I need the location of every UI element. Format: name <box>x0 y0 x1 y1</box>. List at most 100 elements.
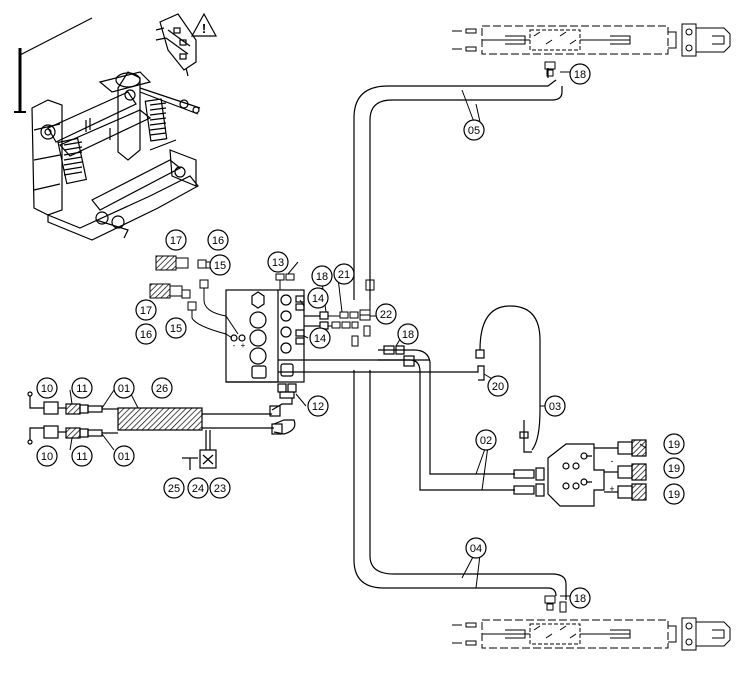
callout-circle <box>163 477 185 499</box>
callout-number: 21 <box>338 269 350 281</box>
callout-18a: 18 <box>311 265 333 287</box>
cylinder-bottom <box>452 617 731 651</box>
cylinder-fittings <box>544 61 567 613</box>
callout-circle <box>544 395 566 417</box>
callout-number: 17 <box>140 305 152 317</box>
callout-circle <box>309 327 331 349</box>
callout-16b: 16 <box>135 323 157 345</box>
callout-number: 02 <box>480 435 492 447</box>
callout-circle <box>333 263 355 285</box>
callout-16a: 16 <box>207 229 229 251</box>
callout-circle <box>207 229 229 251</box>
hose-04 <box>353 370 567 600</box>
callout-19a: 19 <box>663 433 685 455</box>
callout-18b: 18 <box>397 323 419 345</box>
callout-circle <box>663 433 685 455</box>
callout-04: 04 <box>465 537 487 559</box>
callout-number: 19 <box>668 463 680 475</box>
callout-10a: 10 <box>36 377 58 399</box>
callout-number: 14 <box>314 333 326 345</box>
callout-13: 13 <box>267 251 289 273</box>
hose-05 <box>353 68 563 300</box>
callout-circle <box>465 537 487 559</box>
callout-circle <box>487 375 509 397</box>
callout-circle <box>663 483 685 505</box>
callout-number: 18 <box>316 271 328 283</box>
callout-20: 20 <box>487 375 509 397</box>
callout-number: 17 <box>170 235 182 247</box>
callout-19b: 19 <box>663 457 685 479</box>
callout-23: 23 <box>209 477 231 499</box>
callout-circle <box>165 229 187 251</box>
callout-circle <box>463 119 485 141</box>
pump-circuit <box>27 383 297 470</box>
callout-number: 23 <box>214 483 226 495</box>
callout-number: 11 <box>76 383 87 395</box>
warning-triangle-icon: ! <box>190 12 218 37</box>
callout-circle <box>569 63 591 85</box>
callout-number: 15 <box>170 323 182 335</box>
callout-17a: 17 <box>165 229 187 251</box>
callout-circle <box>113 445 135 467</box>
control-valve-block: - + <box>225 289 470 383</box>
callout-15b: 15 <box>165 317 187 339</box>
callout-18c: 18 <box>569 63 591 85</box>
quick-couplers-17 <box>149 255 189 299</box>
callout-circle <box>71 377 93 399</box>
callout-circle <box>209 254 231 276</box>
callout-number: 10 <box>41 451 53 463</box>
callout-14a: 14 <box>307 287 329 309</box>
callout-11b: 11 <box>71 445 93 467</box>
callout-number: 19 <box>668 489 680 501</box>
callout-number: 01 <box>118 451 130 463</box>
callout-12: 12 <box>307 395 329 417</box>
callout-circle <box>307 287 329 309</box>
callout-19c: 19 <box>663 483 685 505</box>
callout-22: 22 <box>375 303 397 325</box>
callout-number: 26 <box>156 383 168 395</box>
hose-03 <box>470 305 541 453</box>
warning-symbol: ! <box>202 21 206 36</box>
callout-number: 10 <box>41 383 53 395</box>
callout-circle <box>187 477 209 499</box>
callout-18d: 18 <box>569 587 591 609</box>
coupler-mark-plus: + <box>609 484 614 494</box>
loader-frame-illustration <box>14 17 201 241</box>
callout-circle <box>113 377 135 399</box>
hose-02 <box>378 345 545 497</box>
callout-11a: 11 <box>71 377 93 399</box>
callout-number: 18 <box>574 593 586 605</box>
callout-number: 03 <box>549 401 561 413</box>
callout-number: 04 <box>470 543 482 555</box>
callout-number: 13 <box>272 257 284 269</box>
coupler-bracket: - + <box>547 439 647 507</box>
callout-14b: 14 <box>309 327 331 349</box>
callout-circle <box>36 445 58 467</box>
callout-circle <box>165 317 187 339</box>
callout-01b: 01 <box>113 445 135 467</box>
tee-fittings <box>328 279 380 347</box>
callout-15a: 15 <box>209 254 231 276</box>
cylinder-top <box>452 23 731 57</box>
callout-circle <box>307 395 329 417</box>
callout-number: 24 <box>192 483 204 495</box>
callout-circle <box>71 445 93 467</box>
callout-number: 14 <box>312 293 324 305</box>
callout-circle <box>663 457 685 479</box>
callout-number: 19 <box>668 439 680 451</box>
callout-number: 25 <box>168 483 180 495</box>
callout-circle <box>209 477 231 499</box>
fittings-15-16 <box>181 259 239 339</box>
callout-circle <box>375 303 397 325</box>
callout-number: 16 <box>140 329 152 341</box>
valve-mark-minus: - <box>233 341 236 350</box>
callout-03: 03 <box>544 395 566 417</box>
callout-circle <box>267 251 289 273</box>
callout-circle <box>569 587 591 609</box>
callout-number: 12 <box>312 401 324 413</box>
callout-circle <box>135 299 157 321</box>
callout-21: 21 <box>333 263 355 285</box>
